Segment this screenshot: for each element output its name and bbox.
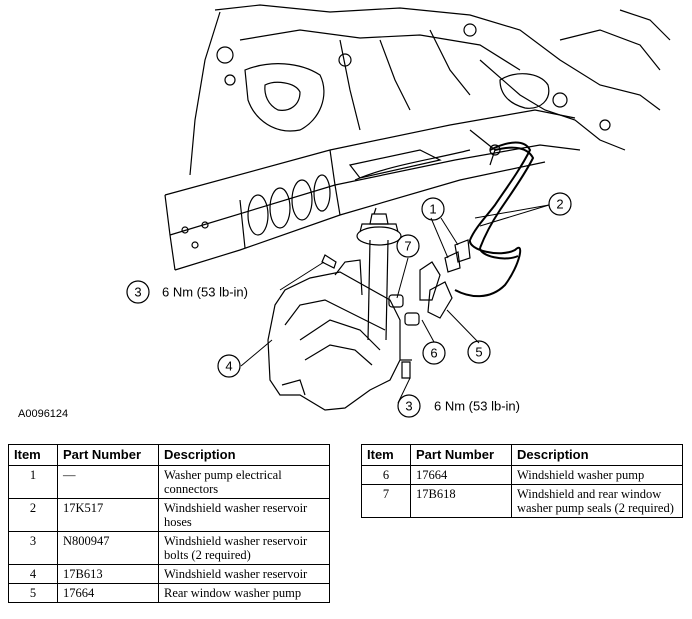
callout-circles xyxy=(126,192,572,418)
header-item: Item xyxy=(361,444,411,466)
callout-1: 1 xyxy=(429,202,436,217)
item-cell: 5 xyxy=(8,583,58,603)
washer-hoses xyxy=(454,141,535,298)
part-number-cell: N800947 xyxy=(57,531,159,565)
parts-table-left: Item Part Number Description 1 — Washer … xyxy=(8,444,330,603)
part-number-cell: 17B618 xyxy=(410,484,512,518)
part-number-cell: 17664 xyxy=(57,583,159,603)
part-number-cell: — xyxy=(57,465,159,499)
table-row: 3 N800947 Windshield washer reservoir bo… xyxy=(8,531,330,565)
table-row: 5 17664 Rear window washer pump xyxy=(8,583,330,603)
table-header-row: Item Part Number Description xyxy=(8,444,330,466)
callout-4: 4 xyxy=(225,359,232,374)
part-number-cell: 17K517 xyxy=(57,498,159,532)
header-part-number: Part Number xyxy=(410,444,512,466)
callout-7: 7 xyxy=(404,239,411,254)
description-cell: Windshield and rear window washer pump s… xyxy=(511,484,683,518)
washer-pumps xyxy=(388,239,471,326)
body-structure xyxy=(189,4,671,176)
frame-rail xyxy=(164,109,581,271)
callout-3-top: 3 xyxy=(134,285,141,300)
callout-5: 5 xyxy=(475,345,482,360)
torque-spec-top: 6 Nm (53 lb-in) xyxy=(162,285,248,300)
description-cell: Washer pump electrical connectors xyxy=(158,465,330,499)
torque-spec-bottom: 6 Nm (53 lb-in) xyxy=(434,399,520,414)
item-cell: 7 xyxy=(361,484,411,518)
description-cell: Rear window washer pump xyxy=(158,583,330,603)
description-cell: Windshield washer reservoir bolts (2 req… xyxy=(158,531,330,565)
description-cell: Windshield washer pump xyxy=(511,465,683,485)
table-row: 6 17664 Windshield washer pump xyxy=(361,465,683,485)
description-cell: Windshield washer reservoir hoses xyxy=(158,498,330,532)
leader-lines xyxy=(240,204,550,404)
item-cell: 4 xyxy=(8,564,58,584)
item-cell: 1 xyxy=(8,465,58,499)
item-cell: 6 xyxy=(361,465,411,485)
table-header-row: Item Part Number Description xyxy=(361,444,683,466)
part-number-cell: 17B613 xyxy=(57,564,159,584)
item-cell: 2 xyxy=(8,498,58,532)
header-description: Description xyxy=(511,444,683,466)
header-description: Description xyxy=(158,444,330,466)
parts-table-right: Item Part Number Description 6 17664 Win… xyxy=(361,444,683,518)
exploded-diagram: 1 2 3 4 7 6 5 3 6 Nm (53 lb-in) 6 Nm (53… xyxy=(126,4,671,418)
header-part-number: Part Number xyxy=(57,444,159,466)
header-item: Item xyxy=(8,444,58,466)
table-row: 2 17K517 Windshield washer reservoir hos… xyxy=(8,498,330,532)
table-row: 7 17B618 Windshield and rear window wash… xyxy=(361,484,683,518)
callout-6: 6 xyxy=(430,346,437,361)
description-cell: Windshield washer reservoir xyxy=(158,564,330,584)
figure-id: A0096124 xyxy=(18,408,69,420)
table-row: 1 — Washer pump electrical connectors xyxy=(8,465,330,499)
washer-reservoir xyxy=(267,207,402,411)
callout-2: 2 xyxy=(556,197,563,212)
table-row: 4 17B613 Windshield washer reservoir xyxy=(8,564,330,584)
item-cell: 3 xyxy=(8,531,58,565)
part-number-cell: 17664 xyxy=(410,465,512,485)
callout-3-bottom: 3 xyxy=(405,399,412,414)
